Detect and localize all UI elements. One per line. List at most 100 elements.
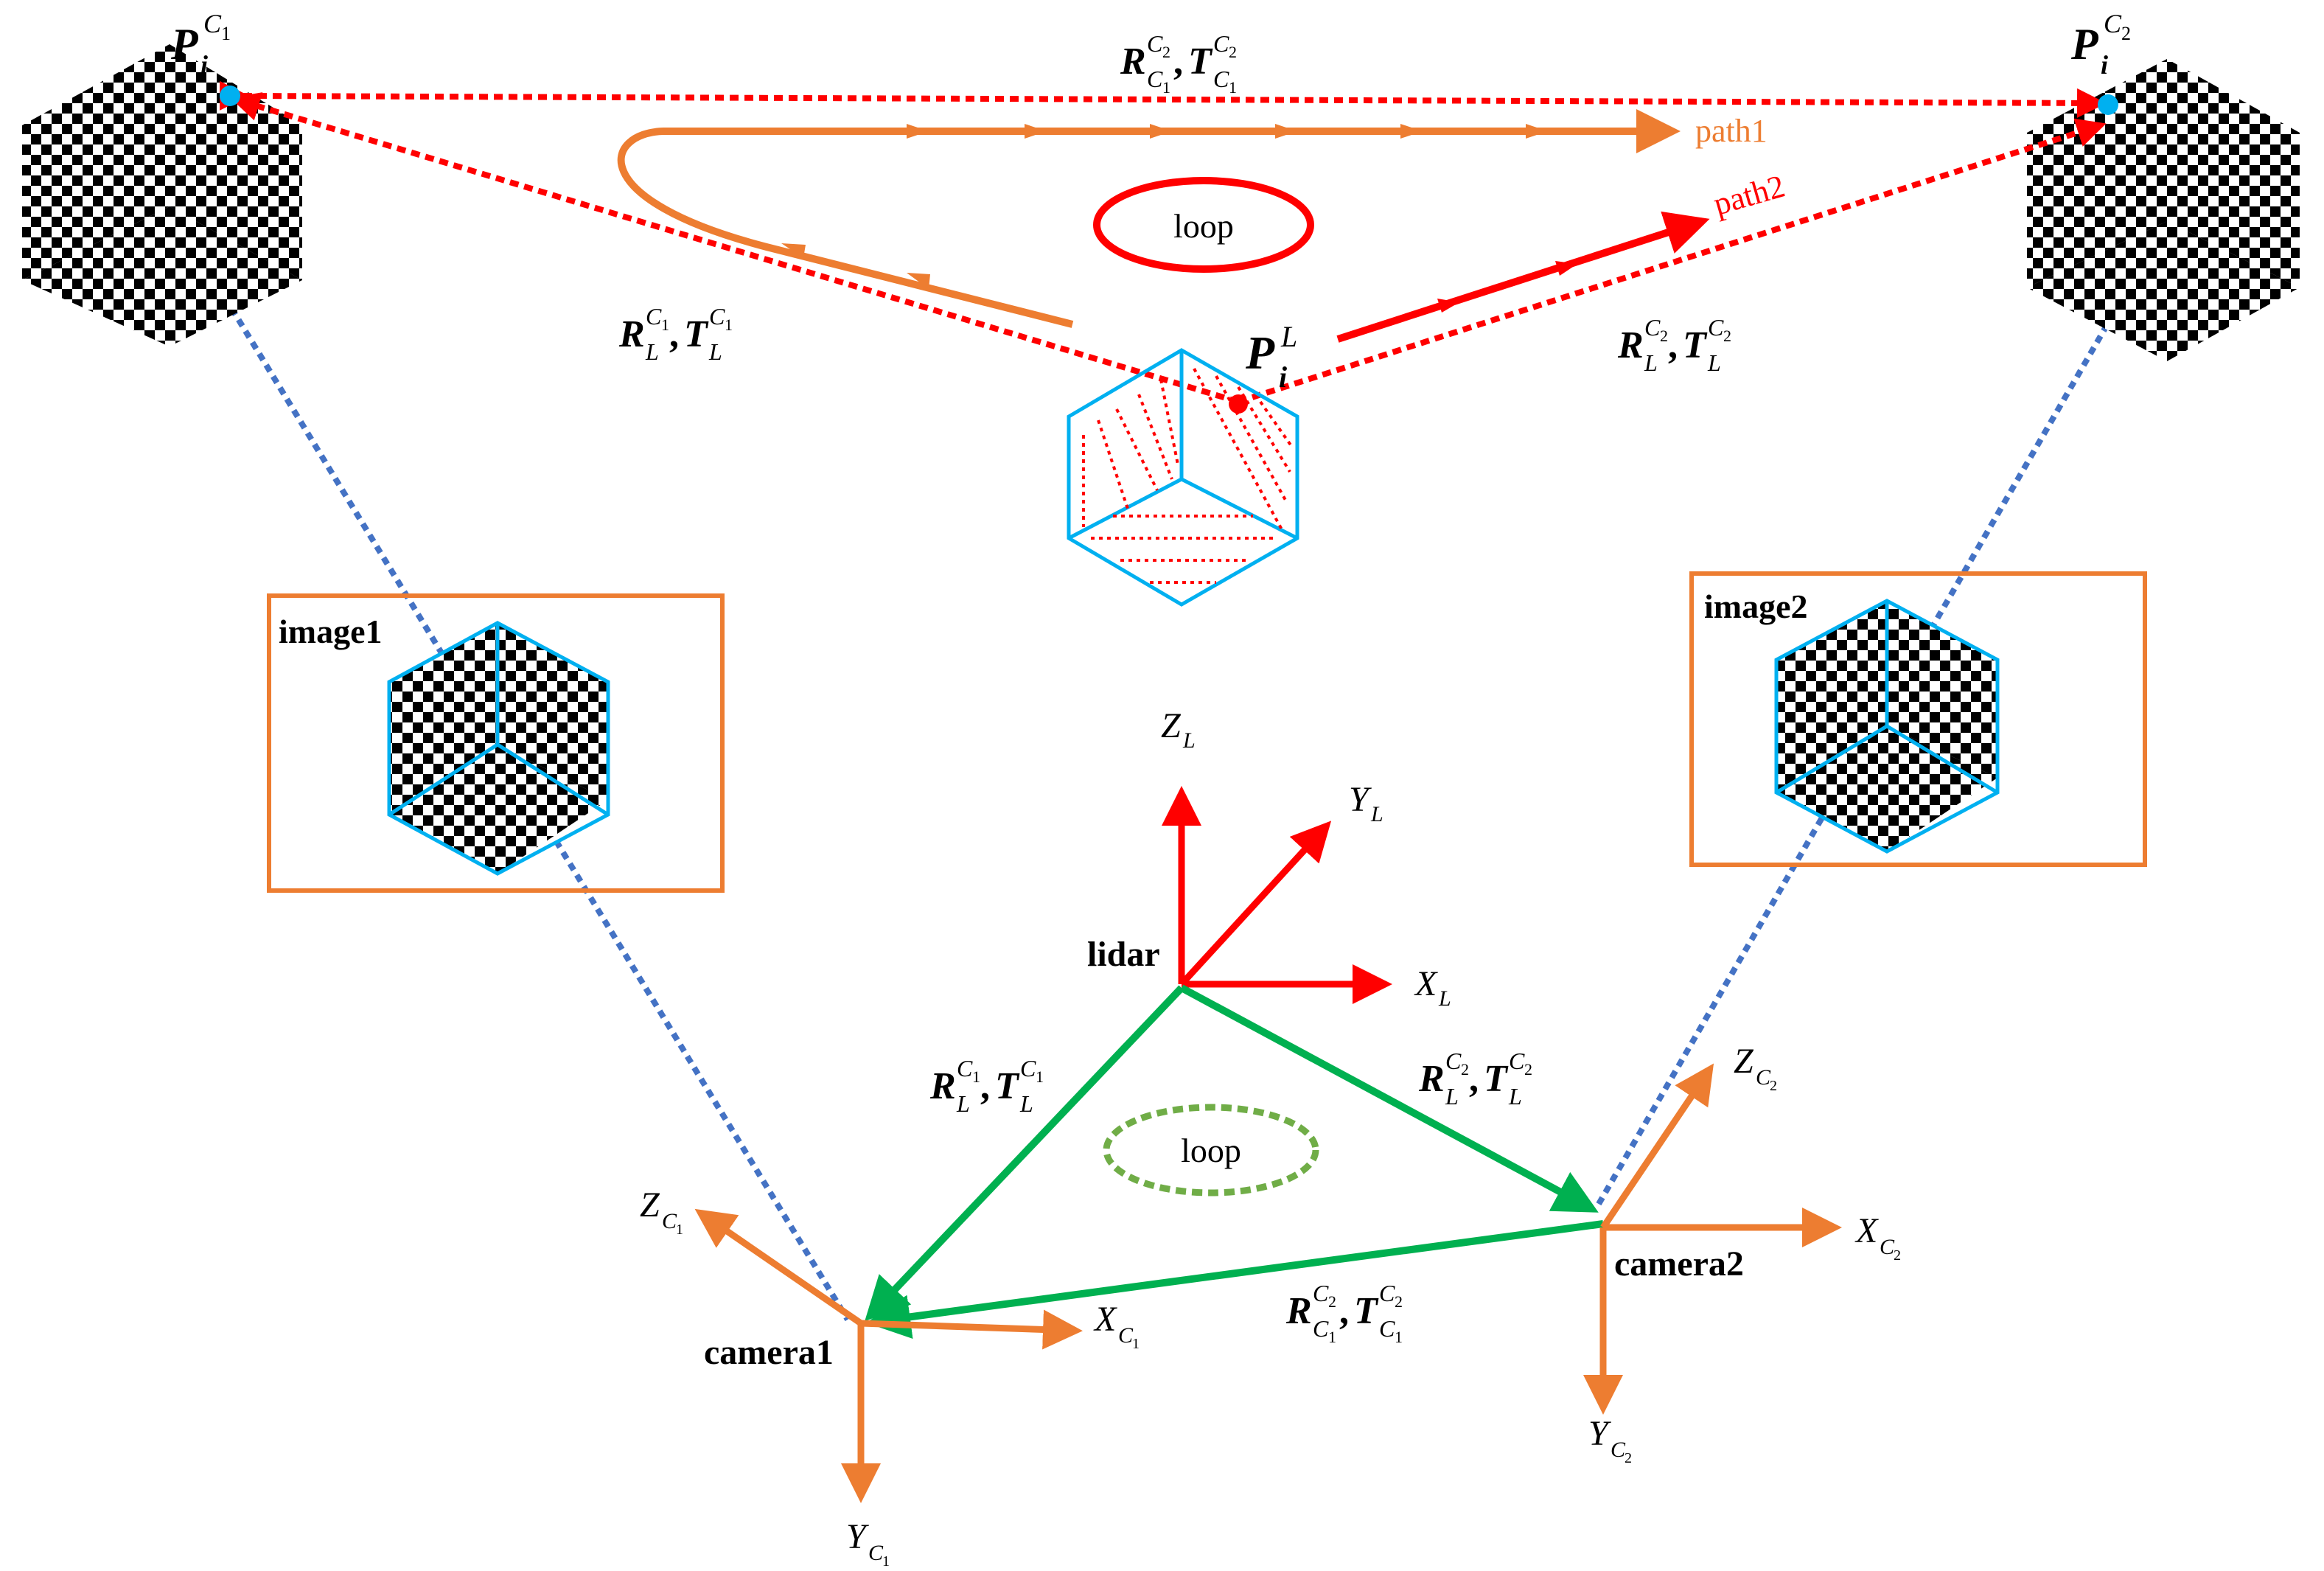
svg-text:L: L (1438, 986, 1451, 1011)
svg-text:C: C (1213, 66, 1229, 92)
path1-curve (617, 109, 1681, 328)
svg-text:Z: Z (640, 1185, 660, 1225)
svg-text:T: T (1484, 1058, 1509, 1100)
path1-label: path1 (1695, 113, 1768, 149)
svg-text:R: R (1418, 1058, 1445, 1100)
lidar-axes (1162, 786, 1392, 1004)
svg-text:P: P (1245, 327, 1275, 379)
svg-text:C: C (203, 9, 222, 38)
svg-text:i: i (200, 50, 208, 80)
svg-text:C: C (1644, 314, 1661, 341)
svg-text:2: 2 (1328, 1292, 1336, 1311)
svg-text:C: C (1147, 66, 1163, 92)
svg-text:R: R (1617, 324, 1644, 366)
svg-text:T: T (995, 1065, 1020, 1107)
red-dotted-pl-pc2 (1237, 118, 2107, 405)
svg-text:C: C (868, 1541, 884, 1565)
svg-text:2: 2 (1162, 43, 1170, 61)
svg-text:2: 2 (1229, 43, 1237, 61)
svg-text:L: L (1280, 320, 1297, 353)
checkerboard-cube-right-icon (2027, 59, 2300, 361)
label-rt-l-c1-upper: R L C 1 , T L C 1 (618, 303, 733, 365)
svg-text:L: L (1370, 802, 1383, 826)
svg-text:C: C (957, 1055, 973, 1081)
loop-bottom-ellipse (1103, 1104, 1319, 1196)
svg-text:C: C (1509, 1048, 1525, 1074)
svg-text:2: 2 (1524, 1060, 1532, 1079)
svg-text:1: 1 (1229, 78, 1237, 97)
svg-text:C: C (1880, 1235, 1895, 1259)
svg-text:C: C (1611, 1438, 1626, 1462)
transform-triangle (865, 984, 1604, 1340)
svg-text:C: C (1379, 1280, 1395, 1306)
point-pc2-marker (2098, 94, 2118, 115)
svg-text:C: C (1756, 1065, 1771, 1090)
svg-text:C: C (2104, 9, 2122, 38)
label-y-c1: Y C 1 (846, 1517, 890, 1570)
svg-text:C: C (1445, 1048, 1462, 1074)
camera2-label: camera2 (1614, 1244, 1744, 1283)
svg-text:R: R (618, 313, 645, 355)
svg-text:C: C (1118, 1323, 1134, 1348)
label-rt-l-c1-lower: R L C 1 , T L C 1 (929, 1055, 1044, 1117)
svg-text:T: T (1354, 1290, 1379, 1332)
svg-text:2: 2 (1461, 1060, 1469, 1079)
image1-frame (267, 593, 725, 893)
svg-text:R: R (1120, 41, 1146, 83)
svg-text:T: T (1188, 41, 1213, 83)
svg-text:R: R (929, 1065, 956, 1107)
svg-text:1: 1 (725, 316, 733, 334)
svg-text:1: 1 (1162, 78, 1170, 97)
svg-text:,: , (669, 313, 679, 355)
svg-text:,: , (980, 1065, 990, 1107)
svg-text:T: T (1683, 324, 1708, 366)
svg-text:1: 1 (676, 1222, 683, 1238)
svg-text:Z: Z (1734, 1042, 1754, 1081)
svg-text:C: C (662, 1209, 677, 1233)
svg-text:1: 1 (1036, 1067, 1044, 1086)
loop-bottom-label: loop (1181, 1132, 1241, 1169)
svg-text:i: i (2101, 50, 2108, 80)
label-rt-l-c2-upper: R L C 2 , T L C 2 (1617, 314, 1731, 376)
label-z-c2: Z C 2 (1734, 1042, 1777, 1094)
svg-text:L: L (708, 338, 722, 365)
svg-text:L: L (1508, 1083, 1522, 1110)
svg-text:L: L (645, 338, 659, 365)
svg-text:Y: Y (846, 1517, 869, 1556)
label-rt-c1-c2-top: R C 1 C 2 , T C 1 C 2 (1120, 30, 1237, 97)
svg-text:2: 2 (1660, 327, 1668, 345)
label-z-c1: Z C 1 (640, 1185, 683, 1238)
svg-text:,: , (1668, 324, 1678, 366)
label-z-l: Z L (1161, 706, 1196, 753)
svg-text:L: L (1644, 349, 1658, 376)
svg-text:1: 1 (1132, 1336, 1140, 1352)
svg-text:C: C (709, 303, 725, 330)
svg-text:C: C (646, 303, 662, 330)
label-p-i-c1: P i C 1 (170, 9, 231, 80)
image2-frame (1689, 571, 2147, 867)
svg-text:P: P (170, 20, 199, 69)
svg-text:,: , (1339, 1290, 1349, 1332)
svg-text:2: 2 (2121, 23, 2131, 44)
point-pc1-marker (220, 86, 240, 106)
svg-text:C: C (1147, 30, 1163, 57)
svg-text:1: 1 (1328, 1328, 1336, 1346)
svg-text:1: 1 (221, 23, 231, 44)
camera1-axes (694, 1208, 1083, 1503)
camera2-axes (1583, 1063, 1842, 1415)
label-x-l: X L (1414, 964, 1451, 1011)
sight-line-right (1593, 219, 2170, 1211)
red-dotted-pl-pc1 (230, 92, 1240, 405)
svg-text:C: C (1313, 1280, 1329, 1306)
svg-text:1: 1 (1395, 1328, 1403, 1346)
camera1-label: camera1 (704, 1333, 834, 1372)
checkerboard-cube-image1-icon (387, 621, 610, 876)
svg-text:Y: Y (1588, 1414, 1611, 1453)
loop-top-ellipse (1093, 177, 1314, 273)
svg-text:R: R (1285, 1290, 1312, 1332)
svg-text:C: C (1020, 1055, 1036, 1081)
svg-text:T: T (684, 313, 709, 355)
label-x-c2: X C 2 (1854, 1211, 1901, 1264)
svg-text:P: P (2070, 20, 2099, 69)
